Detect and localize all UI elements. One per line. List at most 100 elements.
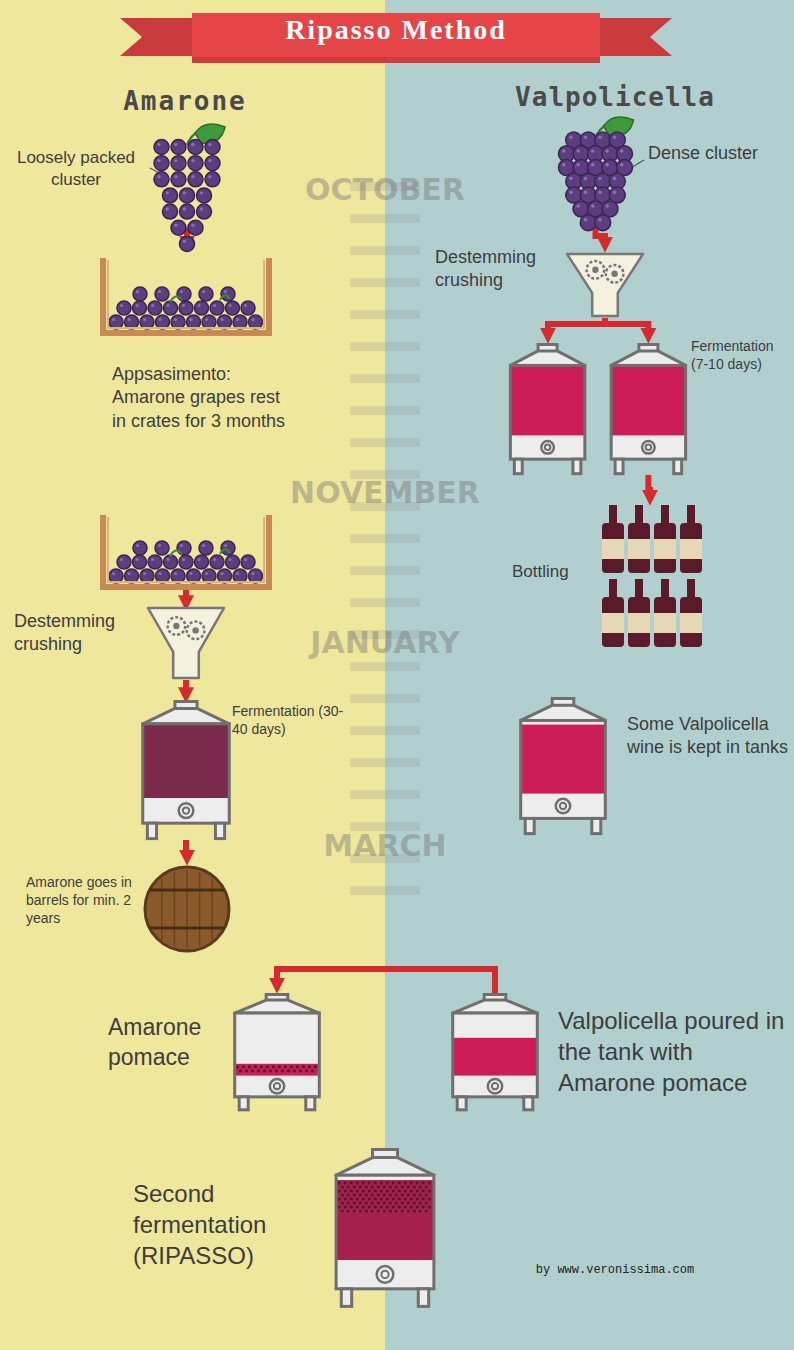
pomace-dot — [245, 1069, 248, 1072]
flow-arrow — [548, 324, 605, 331]
grape — [199, 541, 213, 555]
pomace-dot — [260, 1065, 263, 1068]
column-heading: Amarone — [80, 86, 290, 116]
grape-shine — [569, 191, 573, 195]
pomace-dot — [416, 1181, 419, 1184]
grape — [233, 569, 247, 583]
grape-shine — [605, 149, 609, 153]
bottle-label — [628, 539, 650, 559]
grape-shine — [200, 191, 203, 194]
grape — [221, 541, 235, 555]
grape — [226, 555, 240, 569]
grape-shine — [584, 177, 588, 181]
destemmer: Destemming crushing — [565, 252, 645, 318]
timeline-tick — [350, 566, 420, 575]
bottle-neck — [661, 579, 669, 599]
pomace-dot — [395, 1209, 398, 1212]
bottle — [680, 523, 702, 573]
grape — [241, 301, 255, 315]
grape — [188, 156, 203, 171]
pomace-dot — [374, 1197, 377, 1200]
grape — [233, 315, 247, 329]
gear-hub — [592, 267, 598, 273]
grape — [133, 555, 147, 569]
grape — [580, 215, 596, 231]
grape-shine — [174, 318, 177, 321]
grape-shine — [183, 191, 186, 194]
pomace-dot — [368, 1205, 371, 1208]
pomace-dot — [404, 1197, 407, 1200]
bottle — [654, 523, 676, 573]
grape-shine — [128, 572, 131, 575]
pomace-dot — [353, 1185, 356, 1188]
grape — [199, 287, 213, 301]
pomace-dot — [410, 1181, 413, 1184]
grape-shine — [244, 304, 247, 307]
pomace-dot — [407, 1201, 410, 1204]
tank-outline — [521, 720, 606, 818]
grape-shine — [598, 191, 602, 195]
pomace-dot — [278, 1065, 281, 1068]
grape-shine — [112, 572, 115, 575]
grape-shine — [202, 544, 205, 547]
grape-shine — [183, 207, 186, 210]
pomace-dot — [362, 1189, 365, 1192]
pomace-dot — [377, 1193, 380, 1196]
timeline-tick — [350, 438, 420, 447]
pomace-dot — [305, 1069, 308, 1072]
crate-inner — [108, 260, 264, 328]
month-label: NOVEMBER — [235, 475, 535, 510]
grape — [205, 140, 220, 155]
tank-liquid — [143, 724, 229, 798]
tank-leg — [525, 818, 534, 833]
pomace-dot — [401, 1193, 404, 1196]
crate-illustration — [103, 258, 269, 333]
wine-tank: Valpolicella poured in the tank with Ama… — [450, 993, 540, 1111]
tank-leg — [147, 823, 156, 838]
grape-shine — [157, 159, 160, 162]
grape-shine — [190, 572, 193, 575]
node-shape — [142, 865, 232, 953]
bottle-label — [602, 539, 624, 559]
flow-arrow — [605, 318, 648, 331]
pomace-dot — [368, 1189, 371, 1192]
grape-shine — [576, 204, 580, 208]
flow-arrow — [186, 840, 187, 853]
tank-outline — [510, 365, 584, 459]
node-label: Appsasimento: Amarone grapes rest in cra… — [112, 363, 297, 433]
grape — [218, 569, 232, 583]
timeline-tick — [350, 790, 420, 799]
grape — [140, 315, 154, 329]
pomace-dot — [374, 1189, 377, 1192]
bottle-neck — [661, 505, 669, 525]
grape — [154, 140, 169, 155]
pomace-dot — [347, 1185, 350, 1188]
pomace-dot — [251, 1069, 254, 1072]
grape — [187, 315, 201, 329]
grape-cluster: Dense cluster — [558, 118, 633, 220]
grape — [210, 301, 224, 315]
pomace-dot — [302, 1065, 305, 1068]
stem — [170, 295, 230, 302]
pomace-dot — [410, 1189, 413, 1192]
grape — [179, 555, 193, 569]
ribbon — [192, 13, 600, 63]
grape — [109, 315, 123, 329]
pomace-dot — [389, 1209, 392, 1212]
grape-shine — [166, 191, 169, 194]
grape — [197, 204, 212, 219]
grape — [180, 236, 195, 251]
barrel-stave — [211, 878, 213, 939]
timeline-tick — [350, 726, 420, 735]
stem — [170, 549, 230, 556]
tank-valve-inner — [274, 1083, 280, 1089]
grape — [188, 140, 203, 155]
node-shape — [146, 606, 226, 680]
pomace-dot — [395, 1185, 398, 1188]
node-shape — [232, 993, 322, 1111]
pomace-dot — [377, 1201, 380, 1204]
grape — [210, 555, 224, 569]
grape — [155, 541, 169, 555]
pomace-dot — [281, 1069, 284, 1072]
pomace-dot — [311, 1069, 314, 1072]
